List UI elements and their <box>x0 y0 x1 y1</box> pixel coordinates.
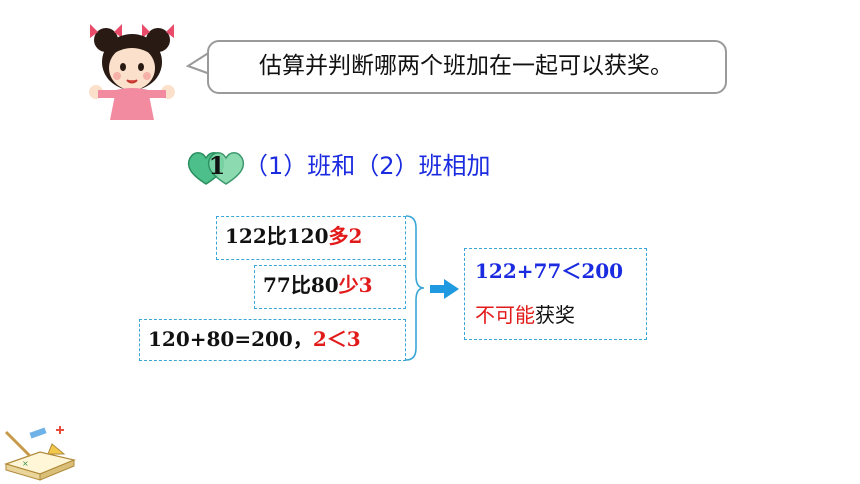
comparison-box-3: 120+80=200，2＜3 <box>139 319 406 361</box>
comparison-2-diff: 少3 <box>338 273 373 297</box>
comparison-1-diff: 多2 <box>328 224 363 248</box>
conclusion-red: 不可能 <box>475 303 535 327</box>
comparison-1-text: 122比120 <box>225 224 329 248</box>
result-expression: 122+77＜200 <box>475 259 624 283</box>
right-brace <box>405 215 425 361</box>
comparison-box-1: 122比120多2 <box>216 216 406 260</box>
speech-bubble-tail <box>186 51 211 75</box>
comparison-2-text: 77比80 <box>263 273 339 297</box>
girl-illustration <box>89 24 175 120</box>
comparison-box-2: 77比80少3 <box>254 265 406 309</box>
comparison-3-diff: 2＜3 <box>312 327 361 351</box>
speech-bubble <box>207 40 727 94</box>
step-title: （1）班和（2）班相加 <box>244 152 491 180</box>
conclusion-black: 获奖 <box>535 303 575 327</box>
hearts-icon <box>187 152 245 185</box>
result-conclusion: 不可能获奖 <box>475 293 646 337</box>
svg-text:×: × <box>22 459 29 468</box>
stationery-decoration-icon: × <box>4 426 76 481</box>
speech-text: 估算并判断哪两个班加在一起可以获奖。 <box>259 53 673 79</box>
arrow-right-icon <box>430 279 459 299</box>
result-box: 122+77＜200 不可能获奖 <box>464 248 647 340</box>
step-number: 1 <box>208 151 226 180</box>
comparison-3-text: 120+80=200， <box>148 327 313 351</box>
